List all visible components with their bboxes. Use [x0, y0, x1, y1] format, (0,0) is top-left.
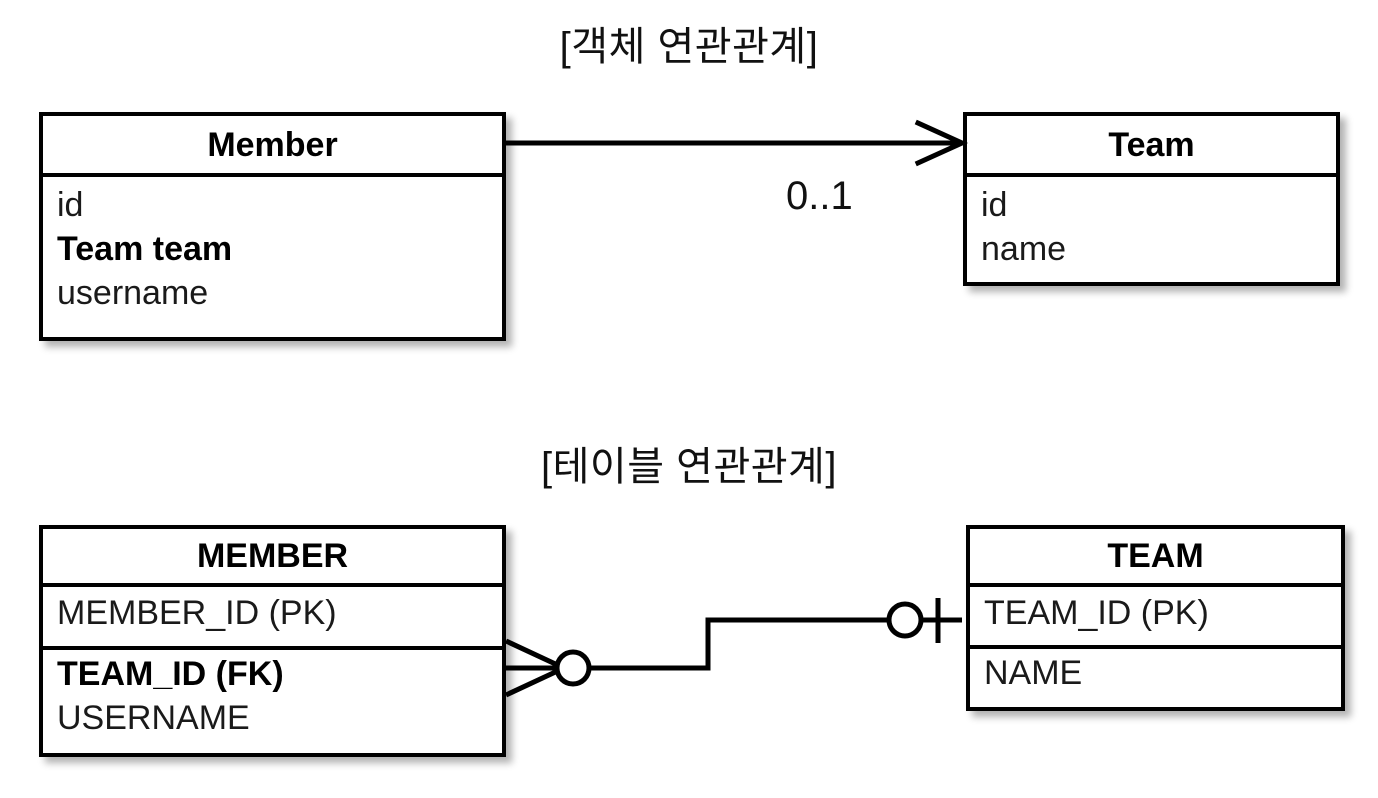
attribute-row: id: [57, 186, 84, 224]
class-name-member: Member: [43, 116, 502, 177]
zero-circle-icon: [886, 601, 924, 639]
open-arrowhead-icon: [914, 119, 969, 167]
table-name-member: MEMBER: [43, 529, 502, 587]
attribute-row: username: [57, 274, 209, 312]
column-row: NAME: [984, 654, 1083, 692]
attribute-row: name: [981, 230, 1067, 268]
table-columns-section-team: NAME: [970, 649, 1341, 707]
multiplicity-label: 0..1: [786, 174, 853, 218]
table-pk-section-team: TEAM_ID (PK): [970, 587, 1341, 649]
attribute-row: id: [981, 186, 1008, 224]
crows-foot-icon: [504, 638, 566, 698]
attribute-row: Team team: [57, 230, 233, 268]
class-name-team: Team: [967, 116, 1336, 177]
table-columns-section-member: TEAM_ID (FK) USERNAME: [43, 650, 502, 753]
relationship-line: [586, 617, 891, 671]
class-box-team[interactable]: Team id name: [963, 112, 1340, 286]
zero-circle-icon: [554, 649, 592, 687]
table-box-member[interactable]: MEMBER MEMBER_ID (PK) TEAM_ID (FK) USERN…: [39, 525, 506, 757]
table-pk-section-member: MEMBER_ID (PK): [43, 587, 502, 650]
column-row: TEAM_ID (FK): [57, 655, 284, 693]
column-row: MEMBER_ID (PK): [57, 594, 337, 632]
class-attributes-member: id Team team username: [43, 177, 502, 335]
table-box-team[interactable]: TEAM TEAM_ID (PK) NAME: [966, 525, 1345, 711]
class-box-member[interactable]: Member id Team team username: [39, 112, 506, 341]
table-model-title: [테이블 연관관계]: [541, 445, 837, 489]
object-model-title: [객체 연관관계]: [559, 25, 819, 69]
table-name-team: TEAM: [970, 529, 1341, 587]
column-row: USERNAME: [57, 699, 250, 737]
class-attributes-team: id name: [967, 177, 1336, 280]
column-row: TEAM_ID (PK): [984, 594, 1209, 632]
